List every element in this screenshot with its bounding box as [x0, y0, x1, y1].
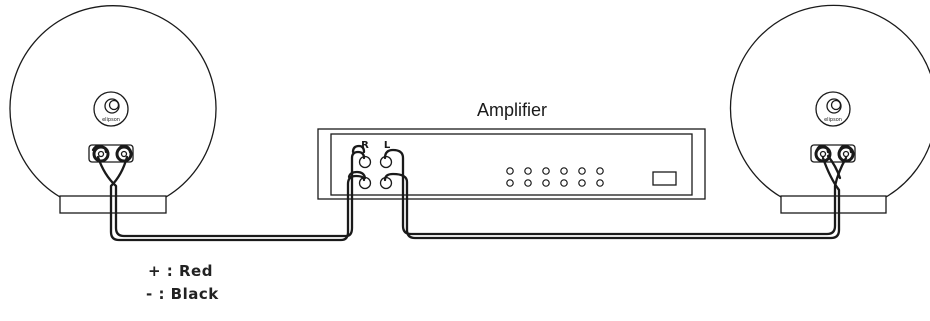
- right-speaker: elipson: [729, 4, 930, 214]
- amplifier-display: [652, 171, 677, 186]
- speaker-wires: [91, 144, 853, 242]
- wire-right-black: [383, 156, 841, 240]
- amplifier-body: [317, 128, 706, 200]
- left-speaker-base: [59, 195, 167, 214]
- right-speaker-enclosure: [729, 4, 930, 198]
- left-speaker-enclosure: [9, 5, 217, 198]
- left-speaker-logo-icon: [93, 91, 129, 127]
- left-speaker-terminal-plate: [88, 144, 134, 163]
- wire-r-loop-bottom: [347, 170, 367, 180]
- right-speaker-logo-icon: [815, 91, 851, 127]
- wire-right-red: [383, 148, 848, 236]
- amplifier-channel-right: R: [361, 140, 369, 151]
- amplifier-front-panel: [330, 133, 693, 196]
- right-speaker-base: [780, 195, 887, 214]
- amplifier-channel-left: L: [384, 140, 391, 151]
- wire-left-black: [109, 155, 366, 242]
- wire-right-loop-b: [838, 144, 853, 154]
- wire-left-loop-b: [116, 144, 132, 154]
- legend-positive: + : Red: [148, 262, 213, 280]
- wire-r-loop-top: [351, 144, 366, 154]
- wire-right-cross: [826, 154, 842, 180]
- wire-left-red: [96, 150, 366, 238]
- amplifier-output-jacks: [358, 155, 393, 190]
- amplifier-button-grid: [506, 167, 604, 187]
- left-speaker: elipson: [9, 5, 217, 214]
- legend-negative: - : Black: [146, 285, 219, 303]
- right-speaker-brand: elipson: [824, 117, 842, 123]
- amplifier: Amplifier R L: [317, 100, 706, 200]
- wire-right-loop-a: [815, 144, 830, 154]
- wire-left-loop-a: [91, 144, 108, 154]
- amplifier-title: Amplifier: [477, 100, 547, 120]
- left-speaker-brand: elipson: [102, 117, 120, 123]
